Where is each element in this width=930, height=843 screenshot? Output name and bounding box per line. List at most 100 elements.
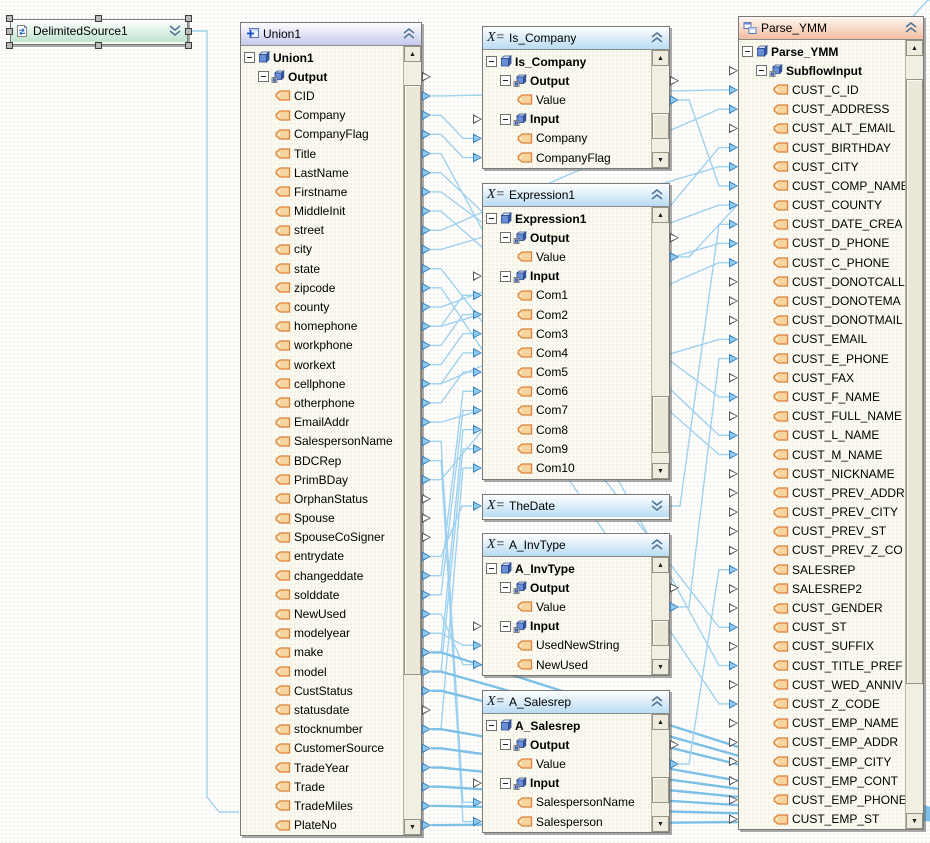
scroll-up-button[interactable] — [652, 557, 669, 573]
field-row[interactable]: CUST_ALT_EMAIL — [739, 119, 906, 138]
field-row[interactable]: Output — [483, 228, 652, 247]
field-row[interactable]: Value — [483, 247, 652, 266]
scroll-down-button[interactable] — [906, 813, 923, 829]
field-row[interactable]: Company — [241, 106, 404, 125]
field-row[interactable]: SpouseCoSigner — [241, 528, 404, 547]
field-row[interactable]: CUST_DONOTCALL — [739, 272, 906, 291]
node-header[interactable]: X= A_Salesrep — [483, 691, 669, 714]
field-row[interactable]: Value — [483, 754, 652, 773]
field-row[interactable]: entrydate — [241, 547, 404, 566]
selection-handle[interactable] — [185, 28, 192, 35]
field-row[interactable]: NewUsed — [483, 655, 652, 674]
field-row[interactable]: Input — [483, 617, 652, 636]
field-row[interactable]: Spouse — [241, 509, 404, 528]
scrollbar[interactable] — [403, 46, 421, 835]
field-row[interactable]: SALESREP2 — [739, 579, 906, 598]
scroll-thumb[interactable] — [652, 113, 669, 139]
field-row[interactable]: SalespersonName — [241, 432, 404, 451]
field-row[interactable]: CUST_D_PHONE — [739, 234, 906, 253]
field-row[interactable]: state — [241, 259, 404, 278]
field-row[interactable]: CUST_PREV_Z_CO — [739, 541, 906, 560]
field-row[interactable]: solddate — [241, 585, 404, 604]
field-row[interactable]: Output — [483, 735, 652, 754]
node-header[interactable]: X= TheDate — [483, 495, 669, 517]
node-header[interactable]: X= Is_Company — [483, 27, 669, 50]
scroll-down-button[interactable] — [652, 659, 669, 675]
field-row[interactable]: CUST_PREV_CITY — [739, 503, 906, 522]
collapse-minus-icon[interactable] — [258, 71, 269, 82]
field-row[interactable]: CUST_PREV_ST — [739, 522, 906, 541]
selection-handle[interactable] — [6, 15, 13, 22]
selection-handle[interactable] — [95, 15, 102, 22]
node-parse-ymm[interactable]: Parse_YMM Parse_YMM SubflowInput — [738, 16, 924, 830]
field-row[interactable]: CUST_TITLE_PREF — [739, 656, 906, 675]
selection-handle[interactable] — [185, 15, 192, 22]
collapse-minus-icon[interactable] — [486, 720, 497, 731]
field-row[interactable]: CUST_EMP_CONT — [739, 771, 906, 790]
field-row[interactable]: Com2 — [483, 305, 652, 324]
expand-chevron-icon[interactable] — [649, 499, 665, 513]
field-row[interactable]: workext — [241, 355, 404, 374]
field-row[interactable]: CUST_ADDRESS — [739, 100, 906, 119]
scrollbar[interactable] — [651, 714, 669, 832]
field-row[interactable]: PrimBDay — [241, 470, 404, 489]
field-row[interactable]: Com6 — [483, 382, 652, 401]
field-row[interactable]: TradeMiles — [241, 796, 404, 815]
field-row[interactable]: Value — [483, 90, 652, 109]
selection-handle[interactable] — [95, 42, 102, 49]
node-header[interactable]: X= A_InvType — [483, 534, 669, 557]
collapse-chevron-icon[interactable] — [649, 695, 665, 709]
field-row[interactable]: SubflowInput — [739, 61, 906, 80]
field-row[interactable]: CustomerSource — [241, 739, 404, 758]
scroll-up-button[interactable] — [652, 207, 669, 223]
collapse-minus-icon[interactable] — [500, 778, 511, 789]
field-row[interactable]: CUST_NICKNAME — [739, 464, 906, 483]
field-row[interactable]: CUST_DATE_CREA — [739, 215, 906, 234]
collapse-minus-icon[interactable] — [244, 52, 255, 63]
field-row[interactable]: Input — [483, 774, 652, 793]
field-row[interactable]: SalespersonName — [483, 793, 652, 812]
field-row[interactable]: Value — [483, 597, 652, 616]
field-row[interactable]: workphone — [241, 336, 404, 355]
field-row[interactable]: model — [241, 662, 404, 681]
field-row[interactable]: CUST_EMP_ADDR — [739, 733, 906, 752]
field-row[interactable]: CUST_SUFFIX — [739, 637, 906, 656]
scroll-up-button[interactable] — [652, 714, 669, 730]
node-header[interactable]: X= Expression1 — [483, 184, 669, 207]
selection-handle[interactable] — [185, 42, 192, 49]
field-row[interactable]: Com1 — [483, 286, 652, 305]
field-row[interactable]: Union1 — [241, 48, 404, 67]
field-row[interactable]: Output — [483, 578, 652, 597]
field-row[interactable]: CUST_EMP_CITY — [739, 752, 906, 771]
field-row[interactable]: CUST_F_NAME — [739, 387, 906, 406]
field-row[interactable]: A_InvType — [483, 559, 652, 578]
node-delimitedsource1[interactable]: DelimitedSource1 — [10, 19, 188, 45]
field-row[interactable]: CUST_CITY — [739, 157, 906, 176]
field-row[interactable]: SALESREP — [739, 560, 906, 579]
selection-handle[interactable] — [6, 42, 13, 49]
field-row[interactable]: Trade — [241, 777, 404, 796]
field-row[interactable]: CID — [241, 86, 404, 105]
field-row[interactable]: CUST_COUNTY — [739, 196, 906, 215]
field-row[interactable]: CUST_DONOTEMA — [739, 291, 906, 310]
collapse-minus-icon[interactable] — [486, 213, 497, 224]
field-row[interactable]: statusdate — [241, 700, 404, 719]
collapse-minus-icon[interactable] — [756, 65, 767, 76]
scroll-thumb[interactable] — [652, 777, 669, 803]
collapse-minus-icon[interactable] — [500, 75, 511, 86]
field-row[interactable]: city — [241, 240, 404, 259]
field-row[interactable]: CUST_GENDER — [739, 598, 906, 617]
collapse-minus-icon[interactable] — [742, 46, 753, 57]
collapse-chevron-icon[interactable] — [649, 188, 665, 202]
scroll-down-button[interactable] — [404, 819, 421, 835]
scroll-down-button[interactable] — [652, 152, 669, 168]
field-row[interactable]: UsedNewString — [483, 636, 652, 655]
scroll-up-button[interactable] — [652, 50, 669, 66]
scroll-thumb[interactable] — [652, 620, 669, 646]
field-row[interactable]: Input — [483, 267, 652, 286]
field-row[interactable]: CompanyFlag — [241, 125, 404, 144]
collapse-chevron-icon[interactable] — [401, 27, 417, 41]
field-row[interactable]: CUST_WED_ANNIV — [739, 675, 906, 694]
field-row[interactable]: TradeYear — [241, 758, 404, 777]
field-row[interactable]: CUST_FAX — [739, 368, 906, 387]
